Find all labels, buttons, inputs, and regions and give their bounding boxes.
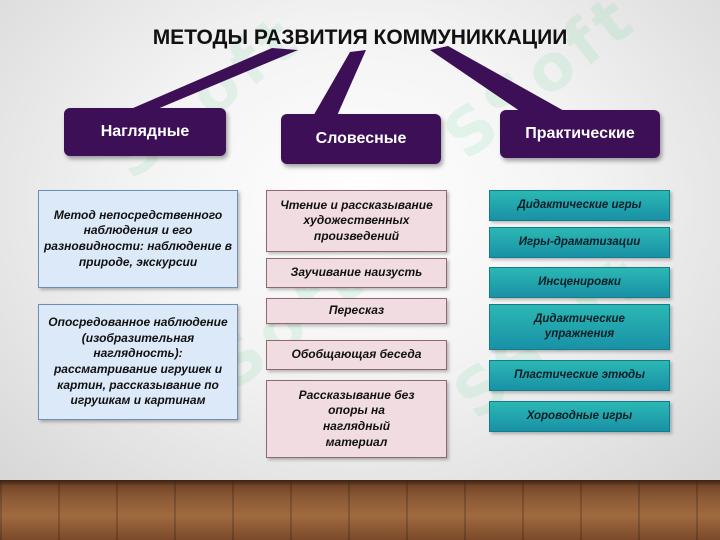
practical-method-item: Хороводные игры	[489, 401, 670, 432]
category-header-visual: Наглядные	[64, 108, 226, 156]
visual-method-item: Опосредованное наблюдение (изобразительн…	[38, 304, 238, 420]
verbal-method-item: Рассказывание без опоры на наглядный мат…	[266, 380, 447, 458]
wooden-floor	[0, 480, 720, 540]
verbal-method-item: Пересказ	[266, 298, 447, 324]
arrow-to-practical	[430, 46, 566, 118]
practical-method-item: Дидактические игры	[489, 190, 670, 221]
practical-method-item: Инсценировки	[489, 267, 670, 298]
practical-method-item: Дидактические упражнения	[489, 304, 670, 350]
category-header-practical: Практические	[500, 110, 660, 158]
arrow-to-visual	[110, 48, 298, 118]
page-title: МЕТОДЫ РАЗВИТИЯ КОММУНИККАЦИИ	[152, 26, 568, 49]
verbal-method-item: Чтение и рассказывание художественных пр…	[266, 190, 447, 252]
category-header-verbal: Словесные	[281, 114, 441, 164]
practical-method-item: Пластические этюды	[489, 360, 670, 391]
verbal-method-item: Обобщающая беседа	[266, 340, 447, 370]
visual-method-item: Метод непосредственного наблюдения и его…	[38, 190, 238, 288]
practical-method-item: Игры-драматизации	[489, 227, 670, 258]
arrow-to-verbal	[312, 50, 366, 118]
verbal-method-item: Заучивание наизусть	[266, 258, 447, 288]
